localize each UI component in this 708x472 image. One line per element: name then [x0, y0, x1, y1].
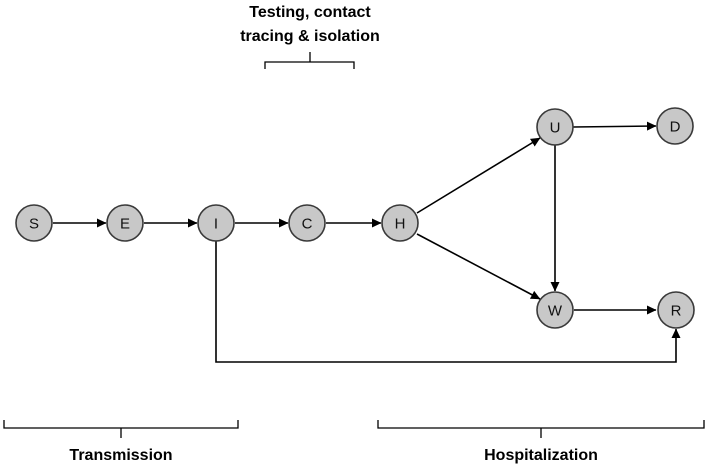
node-u-label: U [550, 120, 561, 137]
node-e-label: E [120, 216, 130, 233]
edge-h-u [416, 137, 541, 214]
edges [53, 121, 681, 363]
node-i: I [197, 204, 235, 242]
node-s-label: S [29, 216, 39, 233]
transmission-bracket [3, 420, 239, 438]
node-c: C [288, 204, 326, 242]
node-i-label: I [214, 216, 218, 233]
testing-group: Testing, contact tracing & isolation [240, 4, 380, 69]
nodes: S E I C H U D W [15, 107, 695, 329]
node-s: S [15, 204, 53, 242]
testing-bracket [264, 52, 355, 69]
node-w: W [536, 291, 574, 329]
transmission-label: Transmission [69, 447, 172, 464]
edge-u-d [572, 121, 657, 131]
node-r-label: R [671, 303, 682, 320]
edge-h-w [416, 233, 541, 300]
edge-i-r [215, 241, 681, 363]
node-c-label: C [302, 216, 313, 233]
node-h: H [381, 204, 419, 242]
hospitalization-label: Hospitalization [484, 447, 598, 464]
hospitalization-group: Hospitalization [377, 420, 705, 464]
node-w-label: W [548, 303, 563, 320]
hospitalization-bracket [377, 420, 705, 438]
node-r: R [657, 291, 695, 329]
node-d-label: D [670, 119, 681, 136]
node-e: E [106, 204, 144, 242]
testing-label-line-1: Testing, contact [249, 4, 371, 21]
node-h-label: H [395, 216, 406, 233]
transmission-group: Transmission [3, 420, 239, 464]
node-d: D [656, 107, 694, 145]
node-u: U [536, 108, 574, 146]
testing-label-line-2: tracing & isolation [240, 28, 380, 45]
